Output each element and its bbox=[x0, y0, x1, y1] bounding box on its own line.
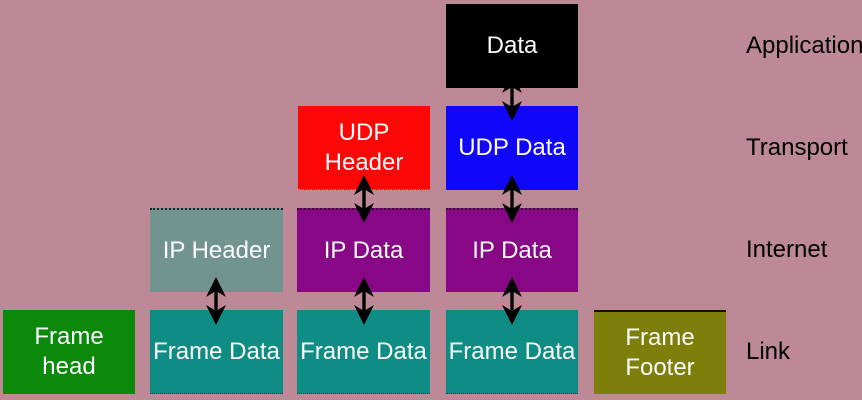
bidirectional-arrow-icon bbox=[502, 277, 522, 325]
arrow-udp-data-to-ip-data bbox=[499, 175, 525, 223]
frame-head-box: Frame head bbox=[3, 310, 135, 394]
bidirectional-arrow-icon bbox=[206, 277, 226, 325]
arrow-ip-data-to-frame-data bbox=[351, 277, 377, 325]
layer-label-internet: Internet bbox=[746, 236, 828, 263]
frame-footer-box: Frame Footer bbox=[594, 310, 726, 394]
bidirectional-arrow-icon bbox=[502, 73, 522, 121]
bidirectional-arrow-icon bbox=[502, 175, 522, 223]
udp-header-box: UDP Header bbox=[298, 106, 430, 190]
arrow-ip-header-to-frame-data bbox=[203, 277, 229, 325]
bidirectional-arrow-icon bbox=[354, 277, 374, 325]
arrow-data-to-udp-data bbox=[499, 73, 525, 121]
layer-label-link: Link bbox=[746, 338, 791, 365]
arrow-ip-data-to-frame-data-right bbox=[499, 277, 525, 325]
bidirectional-arrow-icon bbox=[354, 175, 374, 223]
layer-label-application: Application bbox=[746, 32, 862, 59]
arrow-udp-header-to-ip-data bbox=[351, 175, 377, 223]
layer-label-transport: Transport bbox=[746, 134, 848, 161]
